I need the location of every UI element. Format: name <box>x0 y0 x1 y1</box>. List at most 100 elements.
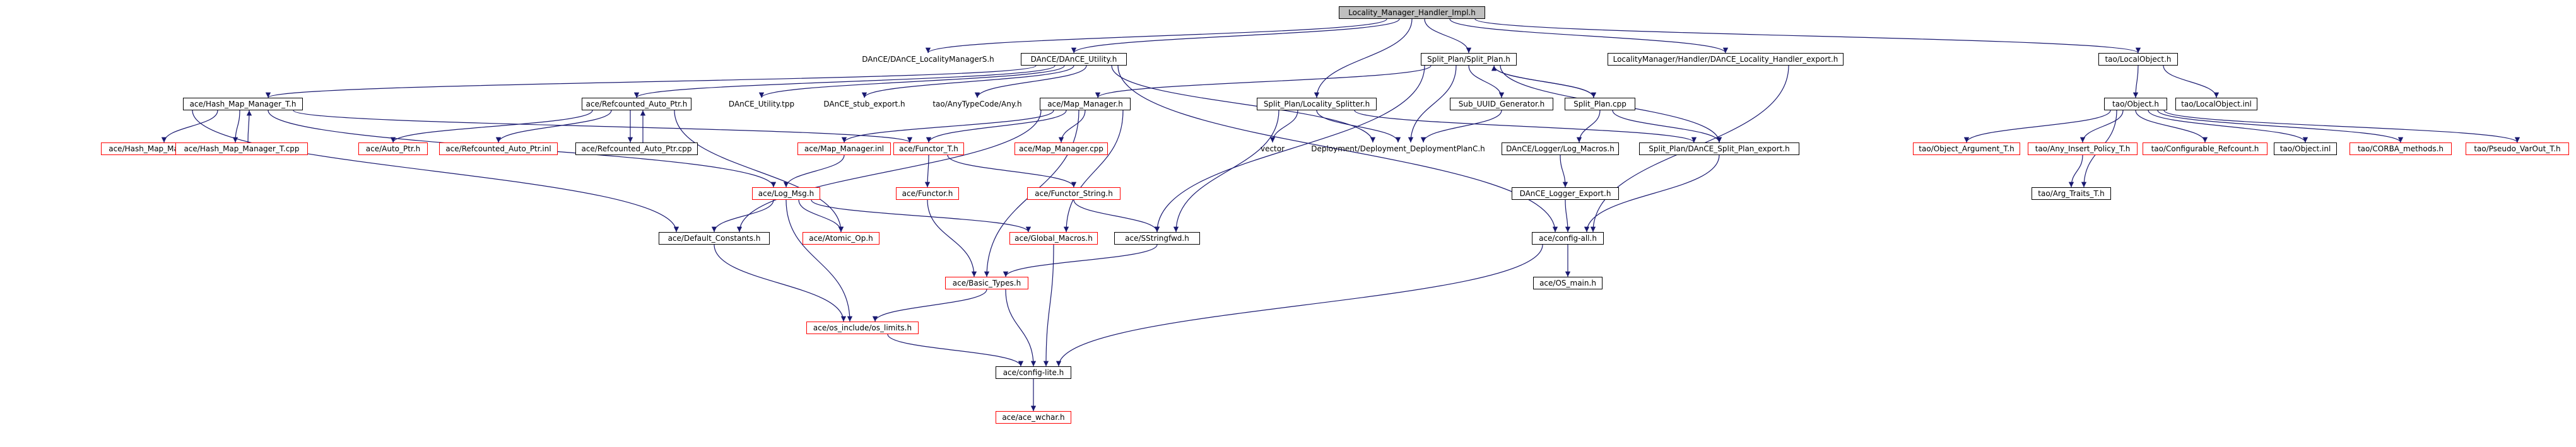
edge-dance-utility-to-config-all <box>1117 65 1558 233</box>
edge-log-msg-to-os-limits <box>785 199 853 322</box>
node-vector[interactable]: vector <box>1260 144 1285 153</box>
edge-functor-to-basic-types <box>927 199 977 277</box>
edge-locality-splitter-to-vector <box>1269 110 1298 143</box>
edge-map-manager-to-global-macros <box>1063 110 1124 233</box>
edge-dance-logger-export-to-config-all <box>1565 199 1571 233</box>
node-config-lite[interactable]: ace/config-lite.h <box>996 366 1071 379</box>
edge-split-plan-cpp-to-log-macros <box>1576 110 1601 143</box>
edge-tao-object-to-corba-methods <box>2157 110 2404 143</box>
node-refcounted-auto-ptr[interactable]: ace/Refcounted_Auto_Ptr.h <box>582 98 691 110</box>
node-basic-types[interactable]: ace/Basic_Types.h <box>945 277 1028 289</box>
node-os-limits[interactable]: ace/os_include/os_limits.h <box>806 322 919 334</box>
edge-os-limits-to-config-lite <box>887 334 1024 367</box>
node-default-constants[interactable]: ace/Default_Constants.h <box>659 232 770 245</box>
edge-root-to-lm-export <box>1449 18 1729 54</box>
node-refcounted-auto-ptr-cpp[interactable]: ace/Refcounted_Auto_Ptr.cpp <box>575 142 698 155</box>
edge-root-to-split-plan <box>1424 18 1472 54</box>
node-anytypecode[interactable]: tao/AnyTypeCode/Any.h <box>932 100 1022 108</box>
edge-locality-splitter-to-deployment-planc <box>1316 110 1401 143</box>
node-log-msg[interactable]: ace/Log_Msg.h <box>752 187 820 200</box>
node-lmanager-s[interactable]: DAnCE/DAnCE_LocalityManagerS.h <box>862 55 994 64</box>
node-sub-uuid[interactable]: Sub_UUID_Generator.h <box>1450 98 1553 110</box>
node-tao-object[interactable]: tao/Object.h <box>2104 98 2167 110</box>
node-dance-logger-export[interactable]: DAnCE_Logger_Export.h <box>1512 187 1619 200</box>
node-hash-map-manager-cpp[interactable]: ace/Hash_Map_Manager_T.cpp <box>175 142 308 155</box>
node-global-macros[interactable]: ace/Global_Macros.h <box>1009 232 1098 245</box>
edge-log-msg-to-global-macros <box>811 199 1032 233</box>
edge-split-plan-cpp-to-split-plan <box>1491 65 1594 98</box>
edge-tao-object-to-pseudo-varout-t <box>2163 110 2520 143</box>
node-sstringfwd[interactable]: ace/SStringfwd.h <box>1114 232 1200 245</box>
node-object-inl[interactable]: tao/Object.inl <box>2274 142 2337 155</box>
edge-basic-types-to-os-limits <box>872 289 987 322</box>
node-map-manager-inl[interactable]: ace/Map_Manager.inl <box>797 142 891 155</box>
edge-tao-object-to-configurable-refcount <box>2135 110 2208 143</box>
edge-hash-map-manager-t-to-default-constants <box>192 110 679 233</box>
edge-tao-object-to-any-insert-policy-t <box>2079 110 2124 143</box>
edge-split-plan-cpp-to-split-plan-export <box>1612 110 1722 143</box>
edge-root-to-lmanager-s <box>926 18 1387 54</box>
node-map-manager-cpp[interactable]: ace/Map_Manager.cpp <box>1015 142 1108 155</box>
node-arg-traits-t[interactable]: tao/Arg_Traits_T.h <box>2032 187 2111 200</box>
edge-functor-string-to-sstringfwd <box>1073 199 1160 233</box>
edge-log-msg-to-atomic-op <box>798 199 844 233</box>
node-configurable-refcount[interactable]: tao/Configurable_Refcount.h <box>2143 142 2267 155</box>
edge-config-all-to-config-lite <box>1056 244 1543 367</box>
node-atomic-op[interactable]: ace/Atomic_Op.h <box>803 232 879 245</box>
node-local-object-inl[interactable]: tao/LocalObject.inl <box>2175 98 2257 110</box>
node-dance-stub-export[interactable]: DAnCE_stub_export.h <box>823 100 905 108</box>
node-os-main[interactable]: ace/OS_main.h <box>1533 277 1603 289</box>
edge-dance-utility-to-refcounted-auto-ptr <box>634 65 1056 98</box>
edge-refcounted-auto-ptr-to-refcounted-auto-ptr-inl <box>495 110 612 143</box>
node-locality-splitter[interactable]: Split_Plan/Locality_Splitter.h <box>1257 98 1377 110</box>
edge-split-plan-to-deployment-planc <box>1408 65 1457 143</box>
node-deployment-planc[interactable]: Deployment/Deployment_DeploymentPlanC.h <box>1311 144 1485 153</box>
edge-map-manager-to-functor-t <box>926 110 1067 143</box>
edge-sub-uuid-to-deployment-planc <box>1420 110 1502 143</box>
edge-basic-types-to-config-lite <box>1005 289 1037 367</box>
edge-tao-object-to-object-inl <box>2148 110 2308 143</box>
node-pseudo-varout-t[interactable]: tao/Pseudo_VarOut_T.h <box>2466 142 2569 155</box>
node-split-plan-export[interactable]: Split_Plan/DAnCE_Split_Plan_export.h <box>1639 142 1799 155</box>
node-ace-wchar[interactable]: ace/ace_wchar.h <box>996 411 1071 424</box>
node-dance-utility[interactable]: DAnCE/DAnCE_Utility.h <box>1021 53 1127 66</box>
node-functor[interactable]: ace/Functor.h <box>896 187 959 200</box>
node-lm-export[interactable]: LocalityManager/Handler/DAnCE_Locality_H… <box>1608 53 1844 66</box>
edge-log-macros-to-dance-logger-export <box>1560 154 1568 188</box>
edge-root-to-local-object <box>1474 18 2141 54</box>
node-map-manager[interactable]: ace/Map_Manager.h <box>1040 98 1131 110</box>
node-config-all[interactable]: ace/config-all.h <box>1532 232 1604 245</box>
edge-map-manager-to-map-manager-inl <box>841 110 1054 143</box>
node-log-macros[interactable]: DAnCE/Logger/Log_Macros.h <box>1502 142 1619 155</box>
node-functor-string[interactable]: ace/Functor_String.h <box>1027 187 1120 200</box>
node-any-insert-policy-t[interactable]: tao/Any_Insert_Policy_T.h <box>2028 142 2138 155</box>
edge-dance-utility-to-dance-utility-tpp <box>758 65 1065 98</box>
node-refcounted-auto-ptr-inl[interactable]: ace/Refcounted_Auto_Ptr.inl <box>439 142 558 155</box>
edge-split-plan-to-sub-uuid <box>1468 65 1505 98</box>
edge-functor-t-to-functor-string <box>947 154 1077 188</box>
node-dance-utility-tpp[interactable]: DAnCE_Utility.tpp <box>728 100 795 108</box>
edge-refcounted-auto-ptr-to-auto-ptr <box>390 110 593 143</box>
node-object-argument-t[interactable]: tao/Object_Argument_T.h <box>1913 142 2020 155</box>
node-root[interactable]: Locality_Manager_Handler_Impl.h <box>1339 6 1485 19</box>
edge-sstringfwd-to-basic-types <box>1003 244 1158 277</box>
node-auto-ptr[interactable]: ace/Auto_Ptr.h <box>358 142 428 155</box>
edge-default-constants-to-os-limits <box>714 244 847 322</box>
edge-functor-t-to-functor <box>924 154 931 188</box>
edge-hash-map-manager-t-to-hash-map-manager-cpp <box>232 110 240 143</box>
node-local-object[interactable]: tao/LocalObject.h <box>2098 53 2178 66</box>
node-split-plan-cpp[interactable]: Split_Plan.cpp <box>1565 98 1635 110</box>
edge-dance-utility-to-deployment-planc <box>1111 65 1376 143</box>
node-corba-methods[interactable]: tao/CORBA_methods.h <box>2350 142 2452 155</box>
node-hash-map-manager-t[interactable]: ace/Hash_Map_Manager_T.h <box>183 98 303 110</box>
edge-hash-map-manager-t-to-hash-map-manager-inl <box>161 110 218 143</box>
edge-split-plan-export-to-config-all <box>1584 154 1720 233</box>
edge-hash-map-manager-cpp-to-hash-map-manager-t <box>246 110 252 143</box>
edge-root-to-dance-utility <box>1071 18 1400 54</box>
edge-map-manager-to-map-manager-cpp <box>1058 110 1086 143</box>
node-split-plan[interactable]: Split_Plan/Split_Plan.h <box>1421 53 1517 66</box>
node-functor-t[interactable]: ace/Functor_T.h <box>893 142 964 155</box>
edge-split-plan-to-sstringfwd <box>1154 65 1425 233</box>
